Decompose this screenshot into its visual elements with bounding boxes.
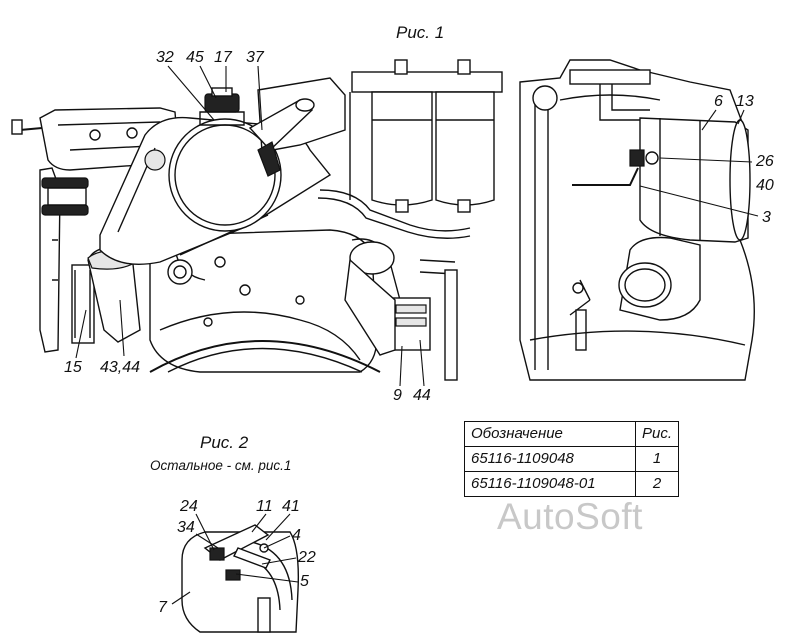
fig2-note: Остальное - см. рис.1 (150, 458, 291, 473)
engine-left-view (11, 59, 503, 381)
label-5: 5 (300, 573, 309, 590)
row-1-fig: 1 (634, 446, 680, 472)
label-13: 13 (736, 93, 754, 110)
label-41: 41 (282, 498, 300, 515)
label-9: 9 (393, 387, 402, 404)
fig2-caption: Рис. 2 (200, 433, 249, 452)
label-32: 32 (156, 49, 174, 66)
row-1-designation: 65116-1109048 (464, 446, 636, 472)
label-44: 44 (413, 387, 431, 404)
label-34: 34 (177, 519, 195, 536)
label-15: 15 (64, 359, 82, 376)
label-3: 3 (762, 209, 771, 226)
fig1-caption: Рис. 1 (396, 23, 444, 42)
label-7: 7 (158, 599, 168, 616)
label-37: 37 (246, 49, 265, 66)
label-11: 11 (256, 498, 273, 515)
header-fig: Рис. (634, 421, 680, 447)
table-row: 65116-1109048 1 (464, 446, 680, 472)
watermark-text: AutoSoft (497, 496, 643, 537)
fuel-filters (349, 59, 503, 213)
label-22: 22 (297, 549, 316, 566)
row-2-designation: 65116-1109048-01 (464, 471, 636, 497)
engine-right-view (519, 59, 755, 381)
table-row: 65116-1109048-01 2 (464, 471, 680, 497)
label-26: 26 (755, 153, 774, 170)
label-17: 17 (214, 49, 233, 66)
designation-table: Обозначение Рис. 65116-1109048 1 65116-1… (464, 421, 680, 497)
label-6: 6 (714, 93, 723, 110)
label-24: 24 (179, 498, 198, 515)
row-2-fig: 2 (634, 471, 680, 497)
label-45: 45 (186, 49, 204, 66)
label-43-44: 43,44 (100, 359, 140, 376)
header-designation: Обозначение (464, 421, 636, 447)
detail-fig2 (181, 524, 300, 633)
table-header-row: Обозначение Рис. (464, 421, 680, 447)
label-4: 4 (292, 527, 301, 544)
label-40: 40 (756, 177, 774, 194)
